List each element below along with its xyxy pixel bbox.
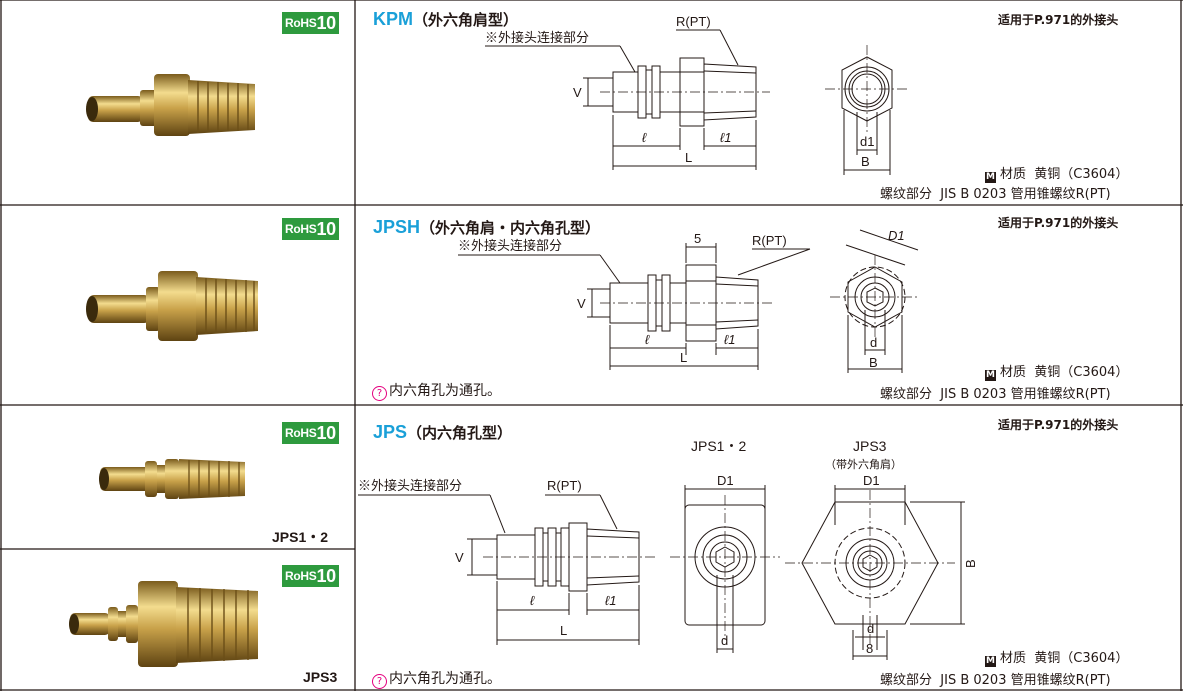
dim-v: V: [455, 550, 464, 565]
connection-note: ※外接头连接部分: [358, 478, 462, 493]
dim-L: L: [680, 350, 687, 365]
dim-B: B: [861, 154, 870, 169]
dim-d1: d1: [860, 134, 874, 149]
rohs-badge-b: RoHS10: [282, 565, 339, 587]
applicable-note: 适用于P.971的外接头: [998, 13, 1119, 27]
thread-spec: 螺纹部分 JIS B 0203 管用锥螺纹R(PT): [880, 673, 1111, 688]
dim-L: L: [685, 150, 692, 165]
view-title-jps3: JPS3: [853, 438, 887, 454]
dim-5: 5: [694, 231, 701, 246]
thread-label: R(PT): [676, 14, 711, 29]
dim-v: V: [577, 296, 586, 311]
dim-D1: D1: [888, 228, 905, 243]
dim-D1-a: D1: [717, 473, 734, 488]
view-subtitle-jps3: （带外六角肩）: [825, 457, 902, 471]
applicable-note: 适用于P.971的外接头: [998, 418, 1119, 432]
row-kpm: RoHS10 KPM（外六角肩型） 适用于P.971的外接头: [0, 0, 1183, 205]
thread-spec: 螺纹部分 JIS B 0203 管用锥螺纹R(PT): [880, 387, 1111, 402]
through-hole-note: ?内六角孔为通孔。: [372, 380, 501, 401]
connection-note: ※外接头连接部分: [485, 30, 589, 45]
view-title-jps12: JPS1・2: [691, 438, 746, 454]
product-photo-jps12: [99, 459, 245, 499]
dim-l1: ℓ1: [724, 332, 735, 347]
drawing-jpsh: ※外接头连接部分 R(PT) 5 V ℓ ℓ1 L D1 d B: [458, 228, 920, 373]
dim-d-b: d: [867, 621, 874, 636]
rohs-badge: RoHS10: [282, 12, 339, 34]
dim-d: d: [870, 335, 877, 350]
variant-label-jps12: JPS1・2: [272, 529, 329, 545]
thread-spec: 螺纹部分 JIS B 0203 管用锥螺纹R(PT): [880, 187, 1111, 202]
connection-note: ※外接头连接部分: [458, 238, 562, 253]
dim-l1: ℓ1: [720, 130, 731, 145]
product-title: KPM（外六角肩型）: [373, 9, 519, 29]
dim-l: ℓ: [530, 593, 535, 608]
product-photo-jps3: [69, 581, 258, 667]
dim-D1-b: D1: [863, 473, 880, 488]
thread-label: R(PT): [547, 478, 582, 493]
row-jpsh: RoHS10 JPSH（外六角肩・内六角孔型） 适用于P.971的外接头: [0, 205, 1183, 405]
dim-l: ℓ: [642, 130, 647, 145]
dim-l: ℓ: [645, 332, 650, 347]
product-photo-kpm: [86, 74, 255, 136]
row-jps: RoHS10 JPS1・2 RoHS10: [0, 405, 1183, 691]
applicable-note: 适用于P.971的外接头: [998, 216, 1119, 230]
product-title: JPSH（外六角肩・内六角孔型）: [373, 217, 601, 237]
rohs-badge-a: RoHS10: [282, 422, 339, 444]
dim-l1: ℓ1: [605, 593, 616, 608]
dim-v: V: [573, 85, 582, 100]
rohs-badge: RoHS10: [282, 218, 339, 240]
product-photo-jpsh: [86, 271, 258, 341]
dim-d-a: d: [721, 633, 728, 648]
thread-label: R(PT): [752, 233, 787, 248]
drawing-kpm: ※外接头连接部分 R(PT) V ℓ ℓ1 L d1 B: [485, 14, 910, 175]
drawing-jps: ※外接头连接部分 R(PT) JPS1・2 JPS3 （带外六角肩） V ℓ ℓ…: [358, 438, 978, 660]
variant-label-jps3: JPS3: [303, 669, 338, 685]
dim-B: B: [963, 559, 978, 568]
dim-8: 8: [866, 641, 873, 656]
dim-L: L: [560, 623, 567, 638]
product-title: JPS（内六角孔型）: [373, 422, 513, 442]
dim-B: B: [869, 355, 878, 370]
through-hole-note: ?内六角孔为通孔。: [372, 668, 501, 689]
